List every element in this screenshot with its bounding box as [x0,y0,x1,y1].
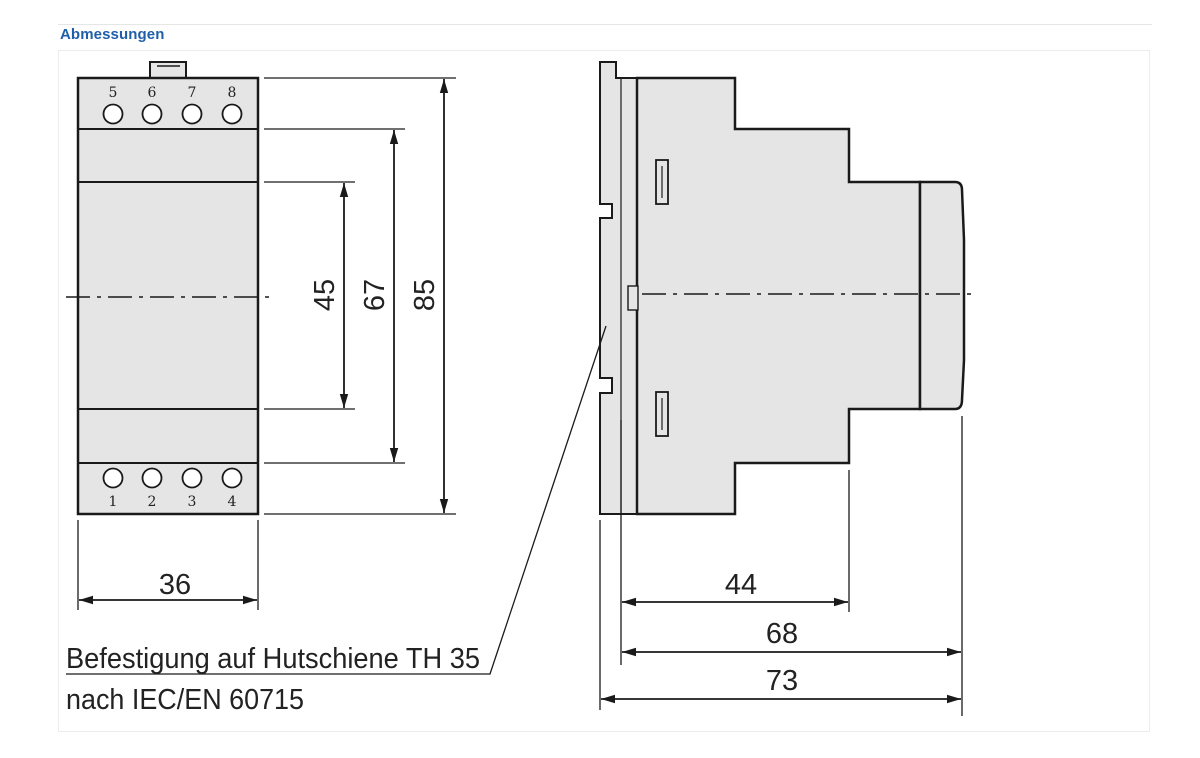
terminal-screw [141,103,163,125]
terminal-label: 3 [188,494,197,510]
terminal-screw [102,467,124,489]
terminal-screw [141,467,163,489]
section-title: Abmessungen [60,26,165,43]
front-view: 5 6 7 8 1 2 3 4 [66,61,272,516]
terminal-screw [181,467,203,489]
mounting-caption-line2: nach IEC/EN 60715 [66,684,304,716]
dimension-44: 44 [622,569,848,607]
side-view [599,61,974,516]
depth-extension-lines [599,416,963,716]
din-rail-clip [599,61,638,515]
terminal-screw [221,103,243,125]
mounting-caption-line1: Befestigung auf Hutschiene TH 35 [66,643,480,675]
bottom-terminals: 1 2 3 4 [102,467,243,510]
dimension-label-85: 85 [409,279,441,311]
terminal-label: 1 [109,494,118,510]
terminal-label: 8 [228,85,237,101]
dimension-label-36: 36 [159,569,191,601]
front-cover [918,180,966,411]
terminal-label: 4 [228,494,237,510]
dimension-label-45: 45 [309,279,341,311]
front-top-tab [149,61,187,79]
dimension-label-68: 68 [766,618,798,650]
dimension-45: 45 [309,183,349,408]
terminal-label: 7 [188,85,197,101]
top-divider [58,24,1152,25]
dimension-67: 67 [359,130,399,462]
clip-spring [627,285,639,311]
dimension-label-67: 67 [359,279,391,311]
side-housing [635,76,922,516]
height-extension-lines [264,77,456,515]
dimension-73: 73 [601,665,961,704]
terminal-screw [102,103,124,125]
dimension-36: 36 [77,520,259,610]
dimension-68: 68 [622,618,961,657]
front-housing [76,76,260,516]
top-terminals: 5 6 7 8 [102,85,243,125]
terminal-screw [181,103,203,125]
dimension-label-73: 73 [766,665,798,697]
terminal-label: 6 [148,85,157,101]
terminal-screw [221,467,243,489]
dimension-label-44: 44 [725,569,757,601]
dimension-85: 85 [409,79,449,513]
terminal-label: 5 [109,85,118,101]
terminal-label: 2 [148,494,157,510]
caption-leader [66,325,607,675]
